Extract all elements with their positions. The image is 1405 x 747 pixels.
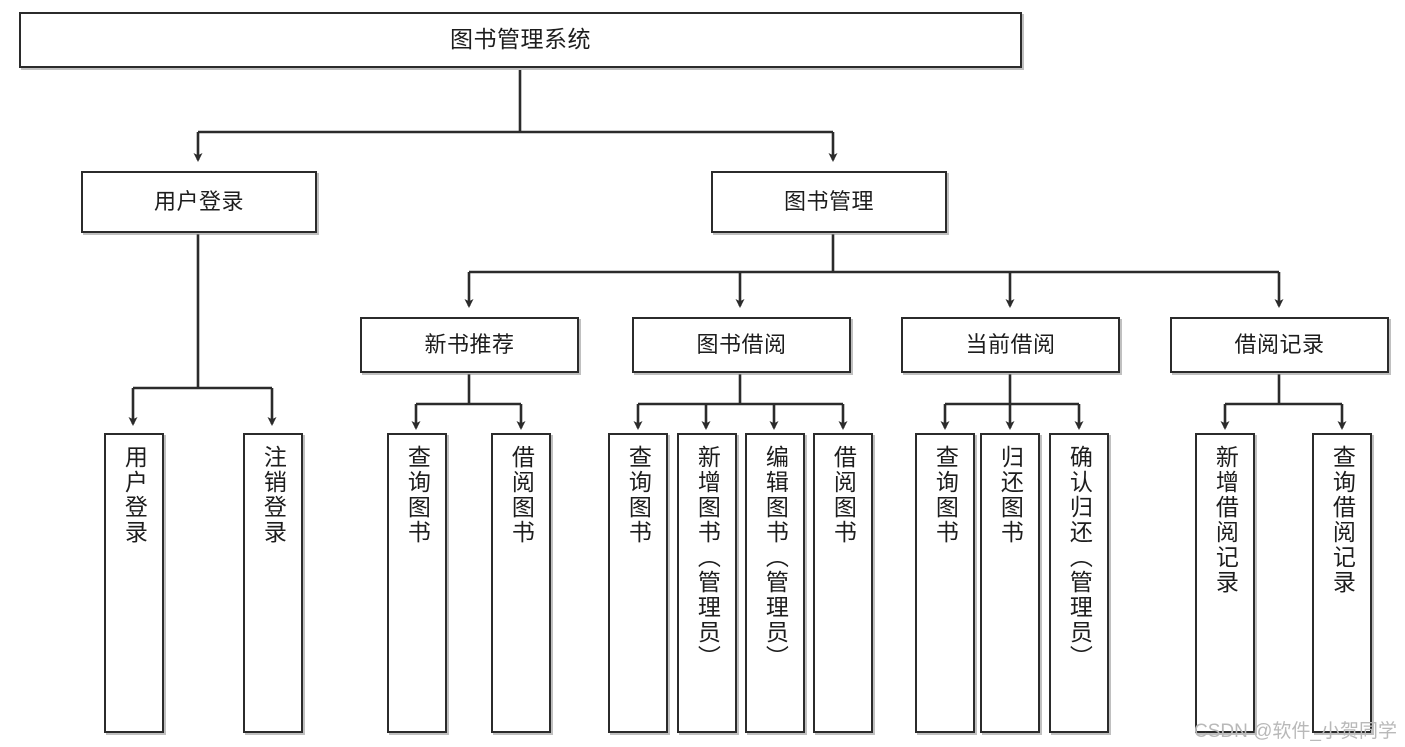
leaf-user-login[interactable]: 用户登录: [104, 433, 164, 733]
leaf-return-book[interactable]: 归还图书: [980, 433, 1040, 733]
node-user-login[interactable]: 用户登录: [81, 171, 317, 233]
node-label: 当前借阅: [965, 331, 1056, 357]
leaf-edit-book-admin[interactable]: 编辑图书（管理员）: [745, 433, 805, 733]
leaf-query-borrow-record[interactable]: 查询借阅记录: [1312, 433, 1372, 733]
leaf-add-borrow-record[interactable]: 新增借阅记录: [1195, 433, 1255, 733]
node-label: 图书管理系统: [450, 26, 591, 53]
leaf-query-book-current[interactable]: 查询图书: [915, 433, 975, 733]
node-label: 查询图书: [625, 445, 652, 545]
node-label: 新书推荐: [424, 331, 515, 357]
node-label: 新增图书（管理员）: [694, 445, 721, 670]
node-label: 借阅图书: [508, 445, 535, 545]
node-label: 查询图书: [404, 445, 431, 545]
leaf-borrow-book[interactable]: 借阅图书: [813, 433, 873, 733]
node-label: 借阅记录: [1234, 331, 1325, 357]
node-root-book-management-system[interactable]: 图书管理系统: [19, 12, 1022, 68]
node-book-management[interactable]: 图书管理: [711, 171, 947, 233]
leaf-confirm-return-admin[interactable]: 确认归还（管理员）: [1049, 433, 1109, 733]
node-label: 归还图书: [997, 445, 1024, 545]
leaf-borrow-book-recommend[interactable]: 借阅图书: [491, 433, 551, 733]
node-label: 新增借阅记录: [1212, 445, 1239, 595]
node-label: 编辑图书（管理员）: [762, 445, 789, 670]
node-label: 确认归还（管理员）: [1066, 445, 1093, 670]
leaf-query-book-recommend[interactable]: 查询图书: [387, 433, 447, 733]
node-label: 借阅图书: [830, 445, 857, 545]
node-new-book-recommend[interactable]: 新书推荐: [360, 317, 579, 373]
leaf-query-book-borrow[interactable]: 查询图书: [608, 433, 668, 733]
node-label: 图书管理: [783, 188, 874, 214]
node-borrow-record[interactable]: 借阅记录: [1170, 317, 1389, 373]
node-label: 注销登录: [260, 445, 287, 545]
leaf-add-book-admin[interactable]: 新增图书（管理员）: [677, 433, 737, 733]
node-label: 图书借阅: [696, 331, 787, 357]
node-current-borrow[interactable]: 当前借阅: [901, 317, 1120, 373]
node-label: 用户登录: [153, 188, 244, 214]
node-label: 查询借阅记录: [1329, 445, 1356, 595]
node-label: 查询图书: [932, 445, 959, 545]
csdn-watermark: CSDN @软件_小贺同学: [1194, 721, 1397, 742]
node-book-borrow[interactable]: 图书借阅: [632, 317, 851, 373]
node-label: 用户登录: [121, 445, 148, 545]
leaf-logout[interactable]: 注销登录: [243, 433, 303, 733]
